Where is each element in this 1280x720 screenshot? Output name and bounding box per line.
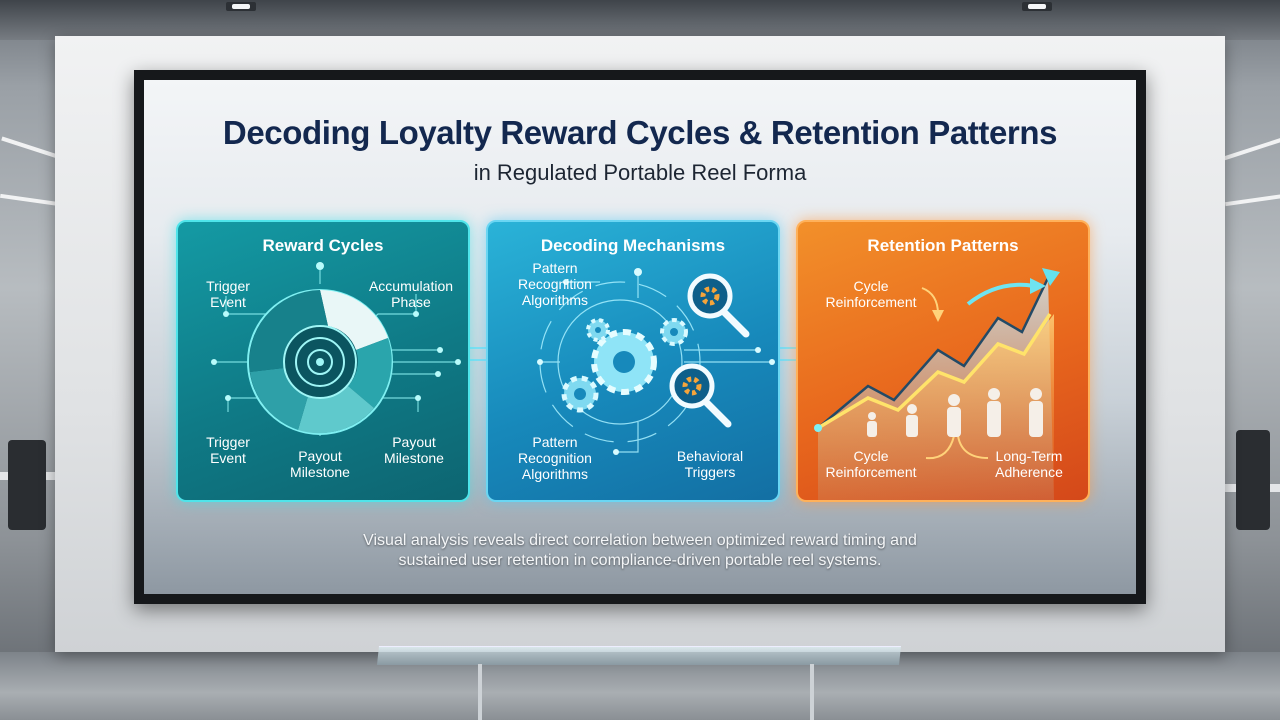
panel-decoding-mechanisms: Decoding Mechanisms	[486, 220, 780, 502]
table-leg	[478, 664, 482, 720]
panel-title: Retention Patterns	[867, 236, 1019, 255]
ceiling	[0, 0, 1280, 40]
table-leg	[810, 664, 814, 720]
gear-icon	[586, 318, 610, 342]
label-long-term-adherence: Long-Term Adherence	[995, 448, 1063, 480]
side-light-strip	[1225, 193, 1280, 207]
label-trigger-event-top: Trigger Event	[206, 278, 250, 310]
label-payout-milestone-right: Payout Milestone	[384, 434, 444, 466]
label-behavioral-triggers: Behavioral Triggers	[676, 448, 744, 480]
slide-caption-line-2: sustained user retention in compliance-d…	[398, 552, 882, 569]
panel-reward-cycles: Reward Cycles	[176, 220, 470, 502]
label-accumulation-phase: Accumulation Phase	[368, 278, 454, 310]
gear-icon	[660, 318, 688, 346]
slide-caption-line-1: Visual analysis reveals direct correlati…	[363, 532, 917, 549]
background-desk	[1190, 484, 1280, 492]
office-chair	[1236, 430, 1270, 530]
label-payout-milestone-center: Payout Milestone	[290, 448, 350, 480]
label-cycle-reinforcement-bottom: Cycle Reinforcement	[825, 448, 917, 480]
office-chair	[8, 440, 46, 530]
person-icon	[987, 388, 1001, 437]
person-icon	[906, 404, 918, 437]
ceiling-spotlight	[226, 2, 256, 11]
ceiling-spotlight	[1022, 2, 1052, 11]
side-light-strip	[1216, 137, 1280, 163]
person-icon	[1029, 388, 1043, 437]
person-icon	[867, 412, 877, 437]
gear-network-icon	[537, 268, 775, 455]
panel-title: Decoding Mechanisms	[540, 236, 726, 255]
panel-title: Reward Cycles	[262, 236, 384, 255]
magnifier-icon	[669, 363, 732, 428]
slide-subtitle: in Regulated Portable Reel Forma	[473, 160, 807, 185]
glass-table	[377, 646, 901, 665]
magnifier-icon	[687, 273, 750, 338]
label-pattern-recognition-bottom: Pattern Recognition Algorithms	[518, 434, 592, 482]
side-light-strip	[0, 193, 60, 207]
gear-icon	[591, 329, 657, 395]
person-icon	[947, 394, 961, 437]
growth-chart-graphic	[814, 268, 1060, 500]
label-cycle-reinforcement-top: Cycle Reinforcement	[825, 278, 917, 310]
gear-icon	[561, 375, 599, 413]
label-pattern-recognition-top: Pattern Recognition Algorithms	[518, 260, 592, 308]
slide-title: Decoding Loyalty Reward Cycles & Retenti…	[222, 114, 1058, 151]
presentation-screen: Decoding Loyalty Reward Cycles & Retenti…	[144, 80, 1136, 594]
cycle-wheel-icon	[211, 262, 461, 436]
label-trigger-event-bottom: Trigger Event	[206, 434, 250, 466]
growth-arrow-icon	[1042, 268, 1060, 286]
panel-retention-patterns: Retention Patterns	[796, 220, 1090, 502]
